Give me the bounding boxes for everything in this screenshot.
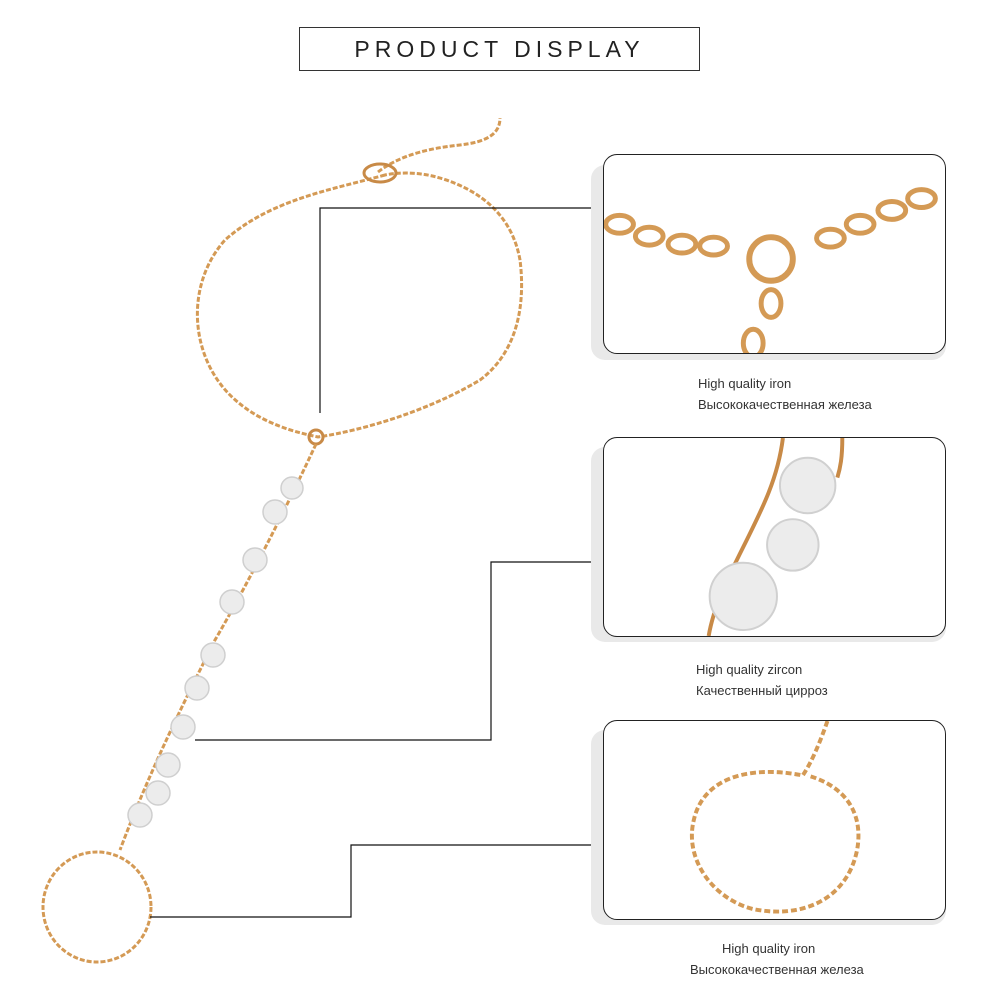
detail-panel-zircon [603,437,946,637]
finger-ring [41,850,153,964]
detail-panel-chain [603,154,946,354]
detail-3-caption-ru: Высококачественная железа [690,962,864,977]
detail-3-caption: High quality iron Высококачественная жел… [690,938,864,980]
detail-1-caption-ru: Высококачественная железа [698,397,872,412]
extension-chain [377,117,502,174]
ring-closeup-image [690,721,861,914]
drop-chain [118,443,318,851]
detail-2-caption-ru: Качественный цирроз [696,683,828,698]
page-title: PRODUCT DISPLAY [354,35,645,62]
detail-2-caption-en: High quality zircon [696,662,803,677]
detail-1-caption: High quality iron Высококачественная жел… [698,373,872,415]
bracelet-chain [196,171,524,439]
crystals [127,476,304,828]
detail-3-caption-en: High quality iron [722,941,816,956]
lobster-clasp [362,162,398,184]
chain-closeup-image [604,187,938,353]
detail-1-caption-en: High quality iron [698,376,792,391]
detail-panel-ring [603,720,946,920]
zircon-closeup-image [706,438,845,636]
callout-lines [150,207,675,918]
detail-2-caption: High quality zircon Качественный цирроз [696,659,828,701]
title-box: PRODUCT DISPLAY [299,27,700,71]
